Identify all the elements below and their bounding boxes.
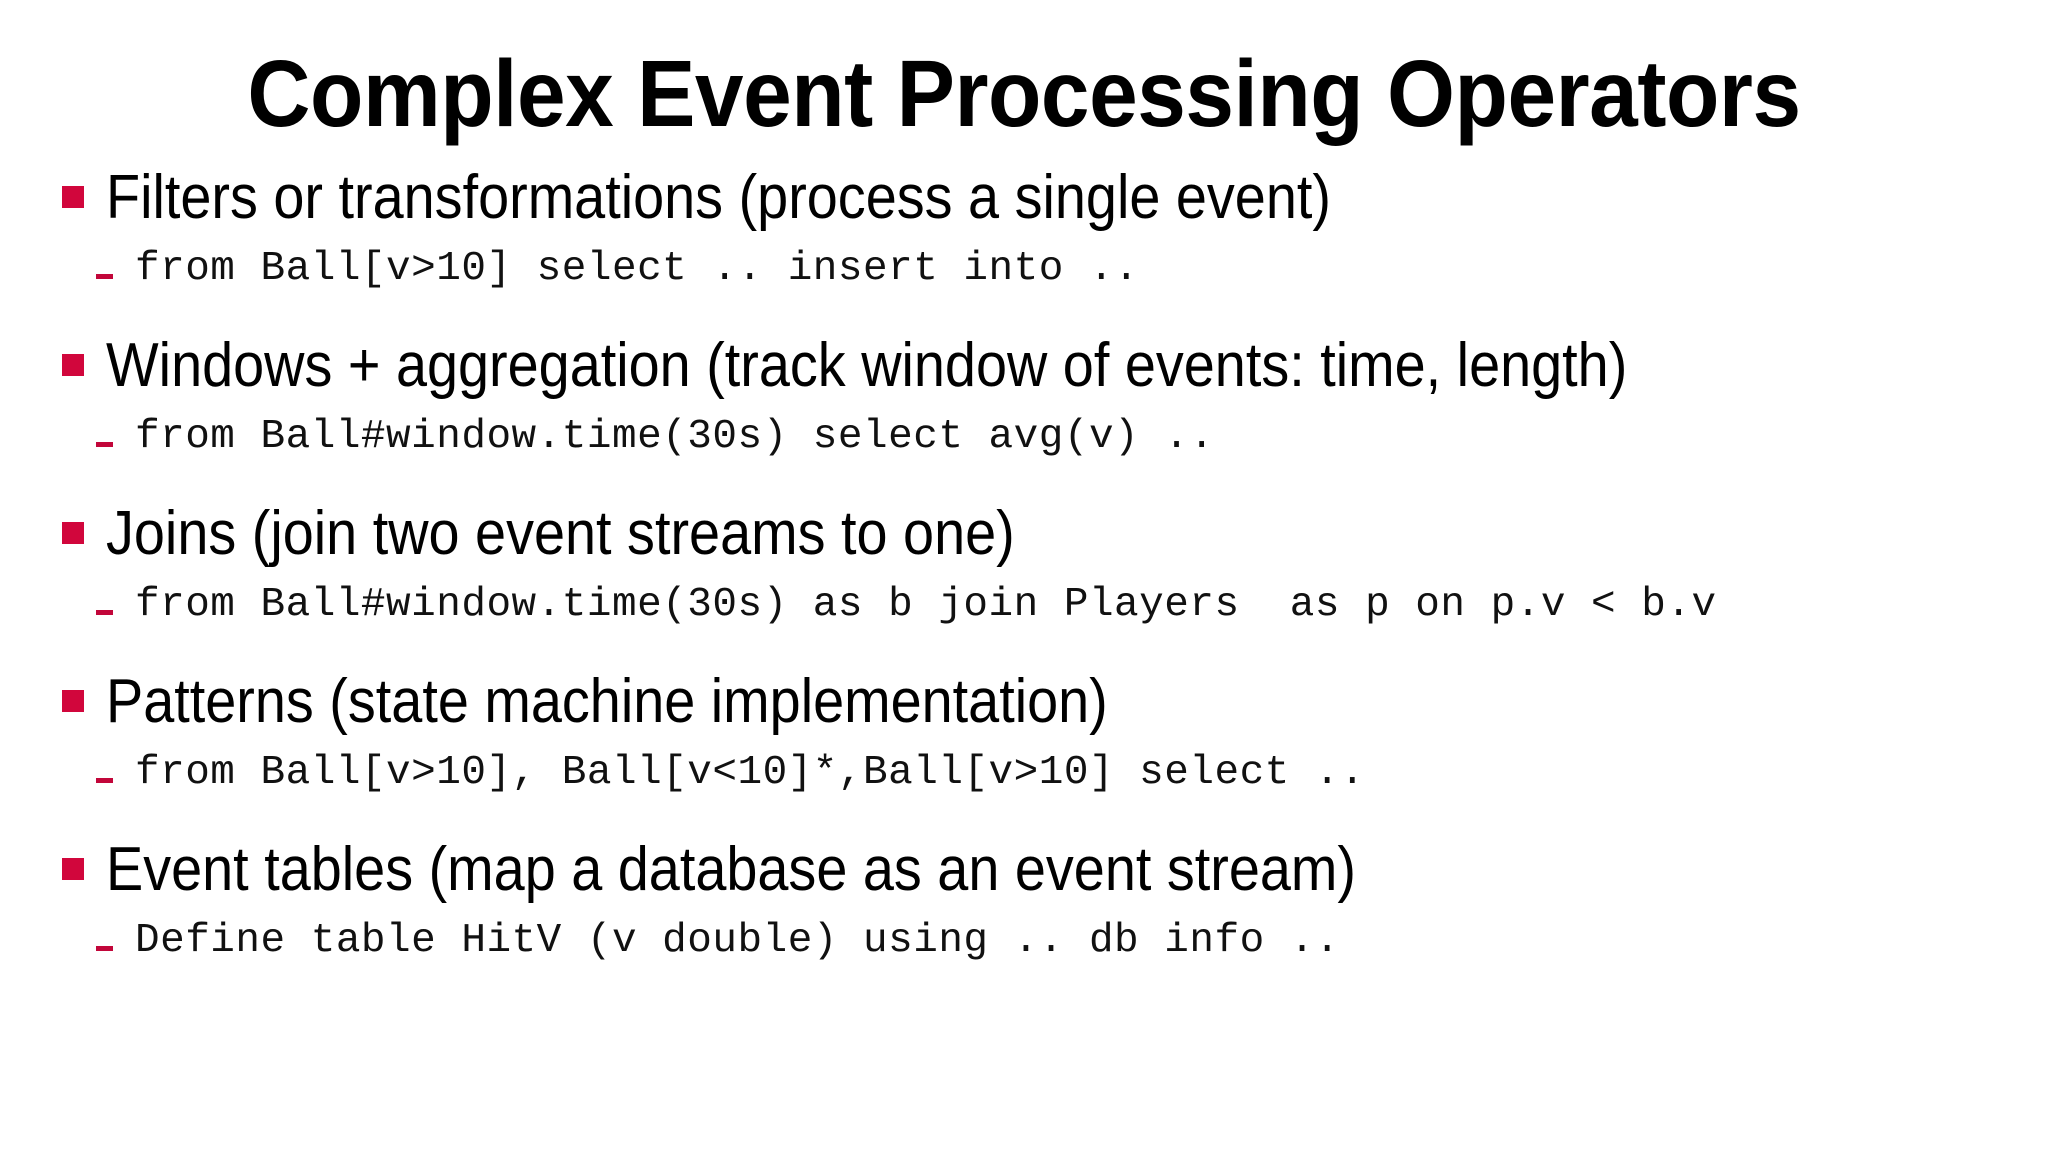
dash-bullet-icon <box>96 610 113 615</box>
bullet-item-event-tables: Event tables (map a database as an event… <box>0 832 2048 914</box>
dash-bullet-icon <box>96 442 113 447</box>
bullet-item-filters: Filters or transformations (process a si… <box>0 160 2048 242</box>
square-bullet-icon <box>62 690 84 712</box>
code-item-patterns: from Ball[v>10], Ball[v<10]*,Ball[v>10] … <box>0 746 2048 832</box>
topic-block-joins: Joins (join two event streams to one) fr… <box>0 496 2048 664</box>
bullet-label: Windows + aggregation (track window of e… <box>106 331 1628 400</box>
bullet-item-patterns: Patterns (state machine implementation) <box>0 664 2048 746</box>
code-item-filters: from Ball[v>10] select .. insert into .. <box>0 242 2048 328</box>
bullet-item-windows: Windows + aggregation (track window of e… <box>0 328 2048 410</box>
square-bullet-icon <box>62 858 84 880</box>
bullet-item-joins: Joins (join two event streams to one) <box>0 496 2048 578</box>
bullet-label: Filters or transformations (process a si… <box>106 163 1331 232</box>
code-snippet: from Ball#window.time(30s) select avg(v)… <box>135 414 1215 460</box>
code-item-event-tables: Define table HitV (v double) using .. db… <box>0 914 2048 1000</box>
topic-block-event-tables: Event tables (map a database as an event… <box>0 832 2048 1000</box>
bullet-label: Joins (join two event streams to one) <box>106 499 1015 568</box>
bullet-list: Filters or transformations (process a si… <box>0 160 2048 1140</box>
code-item-windows: from Ball#window.time(30s) select avg(v)… <box>0 410 2048 496</box>
square-bullet-icon <box>62 186 84 208</box>
page-title: Complex Event Processing Operators <box>247 41 1801 147</box>
code-snippet: from Ball[v>10] select .. insert into .. <box>135 246 1140 292</box>
topic-block-filters: Filters or transformations (process a si… <box>0 160 2048 328</box>
square-bullet-icon <box>62 522 84 544</box>
dash-bullet-icon <box>96 274 113 279</box>
code-item-joins: from Ball#window.time(30s) as b join Pla… <box>0 578 2048 664</box>
dash-bullet-icon <box>96 778 113 783</box>
topic-block-patterns: Patterns (state machine implementation) … <box>0 664 2048 832</box>
topic-block-windows: Windows + aggregation (track window of e… <box>0 328 2048 496</box>
code-snippet: from Ball#window.time(30s) as b join Pla… <box>135 582 1717 628</box>
dash-bullet-icon <box>96 946 113 951</box>
square-bullet-icon <box>62 354 84 376</box>
bullet-label: Event tables (map a database as an event… <box>106 835 1357 904</box>
code-snippet: Define table HitV (v double) using .. db… <box>135 918 1340 964</box>
bullet-label: Patterns (state machine implementation) <box>106 667 1108 736</box>
code-snippet: from Ball[v>10], Ball[v<10]*,Ball[v>10] … <box>135 750 1366 796</box>
